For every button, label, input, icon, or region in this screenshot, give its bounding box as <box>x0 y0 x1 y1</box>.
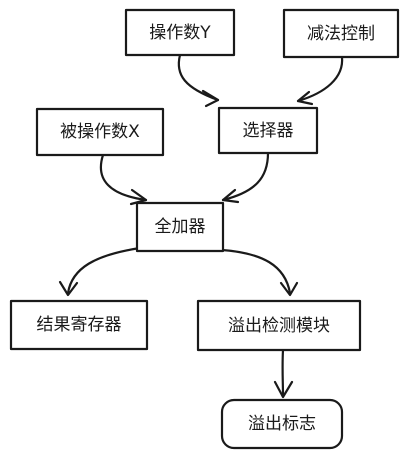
node-selector-label: 选择器 <box>243 121 294 141</box>
node-operand-y: 操作数Y <box>124 8 236 57</box>
node-overflow-flag: 溢出标志 <box>220 398 344 450</box>
node-sub-control-label: 减法控制 <box>307 24 375 44</box>
edge-full-adder-to-result-register <box>66 246 142 295</box>
node-selector: 选择器 <box>217 106 319 155</box>
node-result-register-label: 结果寄存器 <box>37 315 122 335</box>
node-operand-x: 被操作数X <box>35 107 165 157</box>
edge-sub-control-to-selector <box>296 55 344 103</box>
node-overflow-flag-label: 溢出标志 <box>248 414 316 434</box>
node-sub-control: 减法控制 <box>282 8 400 59</box>
node-overflow-detect: 溢出检测模块 <box>196 299 362 352</box>
node-operand-y-label: 操作数Y <box>149 23 211 43</box>
edges <box>58 53 344 399</box>
edge-full-adder-to-overflow-detect-arrowhead <box>279 281 299 297</box>
edge-operand-y-to-selector <box>177 53 220 102</box>
node-full-adder: 全加器 <box>135 201 225 253</box>
node-overflow-detect-label: 溢出检测模块 <box>228 316 330 336</box>
edge-full-adder-to-result-register-arrowhead <box>58 280 79 297</box>
node-full-adder-label: 全加器 <box>155 217 206 237</box>
edge-full-adder-to-overflow-detect <box>220 248 292 295</box>
edge-overflow-detect-to-overflow-flag-arrowhead <box>273 380 294 399</box>
edge-operand-y-to-selector-arrowhead <box>201 89 220 108</box>
edge-selector-to-full-adder-arrowhead <box>221 188 240 204</box>
node-operand-x-label: 被操作数X <box>60 122 140 142</box>
edge-selector-to-full-adder <box>221 151 270 202</box>
edge-operand-x-to-full-adder <box>99 153 148 202</box>
node-result-register: 结果寄存器 <box>9 299 149 351</box>
edge-sub-control-to-selector-arrowhead <box>296 90 314 106</box>
